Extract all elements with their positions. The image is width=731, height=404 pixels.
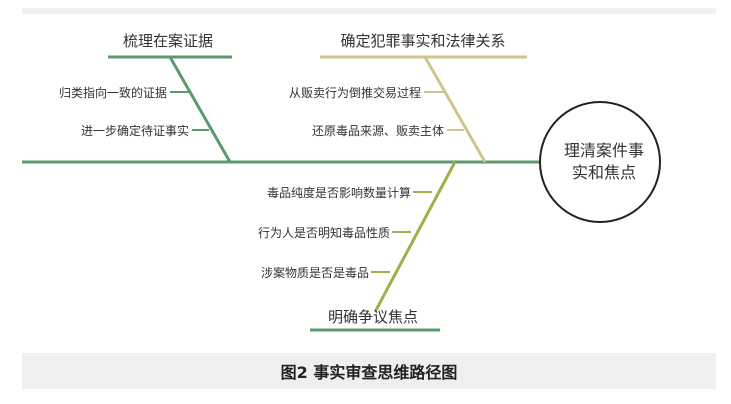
evidence-item-2: 进一步确定待证事实 <box>81 123 189 138</box>
figure-caption: 图2 事实审查思维路径图 <box>280 363 458 382</box>
evidence-branch-bone <box>168 56 232 163</box>
dispute-item-2: 行为人是否明知毒品性质 <box>258 226 390 240</box>
dispute-item-1: 毒品纯度是否影响数量计算 <box>267 185 411 200</box>
head-text-line-1: 理清案件事 <box>564 141 644 160</box>
dispute-branch-title: 明确争议焦点 <box>328 308 418 326</box>
top-divider-strip <box>22 8 716 14</box>
law-branch-title: 确定犯罪事实和法律关系 <box>340 32 505 50</box>
law-branch-bone <box>423 56 487 163</box>
figure-caption-bar: 图2 事实审查思维路径图 <box>22 353 716 389</box>
law-item-2: 还原毒品来源、贩卖主体 <box>312 124 444 138</box>
diagram-head <box>539 101 661 223</box>
law-item-1: 从贩卖行为倒推交易过程 <box>289 85 421 100</box>
evidence-item-1: 归类指向一致的证据 <box>59 85 167 100</box>
evidence-branch-title: 梳理在案证据 <box>123 32 213 50</box>
dispute-item-3: 涉案物质是否是毒品 <box>261 265 369 280</box>
dispute-branch-bone <box>373 161 457 313</box>
head-text-line-2: 实和焦点 <box>572 163 636 182</box>
